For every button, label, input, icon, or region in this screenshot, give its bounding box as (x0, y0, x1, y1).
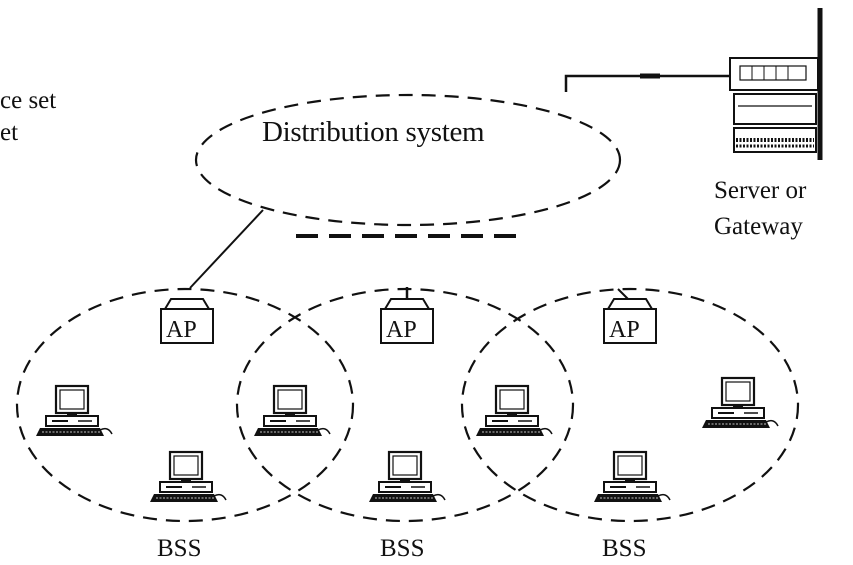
distribution-system-label: Distribution system (262, 116, 485, 148)
pc-bss2-bottom (367, 450, 447, 504)
legend-text-line-2: et (0, 119, 19, 146)
ap-1-label: AP (166, 317, 197, 343)
bss-3-label: BSS (602, 535, 647, 562)
ap1-uplink-line (189, 209, 264, 289)
bss-1-area (15, 287, 355, 523)
bss-3-area (460, 287, 800, 523)
bss-2-area (235, 287, 575, 523)
pc-bss1-bottom (148, 450, 228, 504)
bss-2-label: BSS (380, 535, 425, 562)
pc-bss2-3-overlap (474, 384, 554, 438)
pc-bss3-right (700, 376, 780, 430)
pc-bss1-2-overlap (252, 384, 332, 438)
ap-3-label: AP (609, 317, 640, 343)
server-gateway-icon (729, 8, 823, 160)
pc-bss3-bottom (592, 450, 672, 504)
server-label-line-2: Gateway (714, 213, 803, 240)
pc-bss1-left (34, 384, 114, 438)
ap-2-label: AP (386, 317, 417, 343)
server-label-line-1: Server or (714, 177, 807, 204)
server-link-line (564, 74, 732, 92)
distribution-system-cloud (194, 93, 622, 227)
legend-text-line-1: ce set (0, 87, 57, 114)
bss-1-label: BSS (157, 535, 202, 562)
